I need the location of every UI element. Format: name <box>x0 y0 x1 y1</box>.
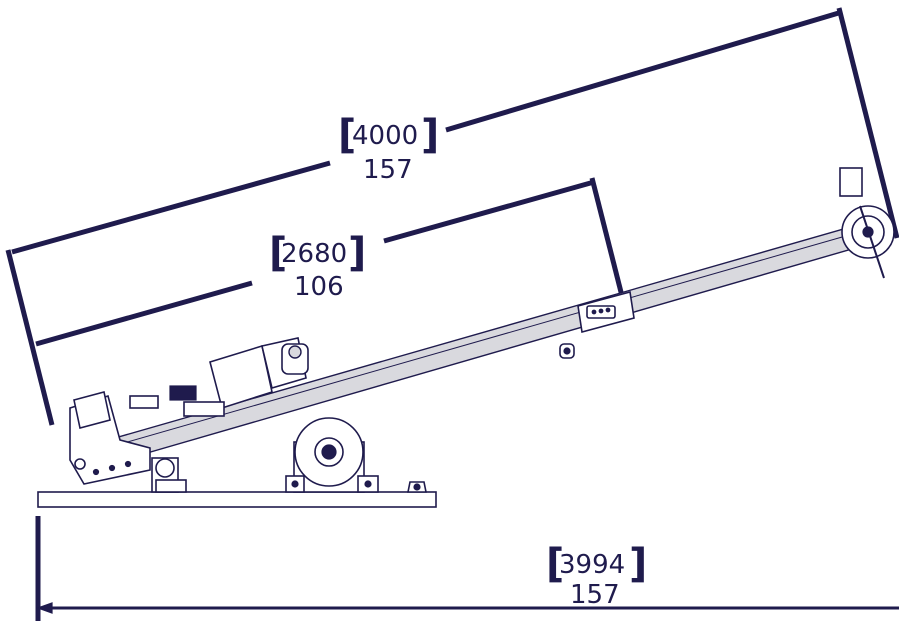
rear-plate-dot-3 <box>124 460 132 468</box>
pivot-foot <box>155 479 187 493</box>
base-platform <box>37 491 437 508</box>
inclined-boom <box>107 221 877 463</box>
tip-cable <box>859 205 885 279</box>
overall-dim-line-right <box>445 9 843 133</box>
base-stop-bolt <box>413 483 421 491</box>
base-dim-bracket-open: [ <box>546 541 564 587</box>
overall-dim-imperial: 157 <box>363 155 413 185</box>
boom-rail <box>109 228 871 448</box>
rear-coupling <box>129 395 159 409</box>
base-dim-imperial: 157 <box>570 580 620 610</box>
boom-dim-bracket-open: [ <box>269 230 287 276</box>
boom-dim-imperial: 106 <box>294 272 344 302</box>
foot-bolt-left <box>291 480 299 488</box>
boom-bracket-bolt <box>563 347 571 355</box>
base-dim-arrow <box>36 602 53 614</box>
rear-plate-dot-1 <box>92 468 100 476</box>
tip-block <box>839 167 863 197</box>
connector-pin-2 <box>598 308 604 314</box>
base-dim-bracket-close: ] <box>629 541 647 587</box>
drum-hub <box>321 444 337 460</box>
coupling-block <box>169 385 197 401</box>
foot-bolt-right <box>364 480 372 488</box>
overall-dim-left-extension <box>5 249 55 426</box>
overall-dim-right-extension <box>836 7 899 239</box>
base-dim-metric: 3994 <box>559 550 625 580</box>
overall-dim-bracket-open: [ <box>338 112 356 158</box>
gear-train <box>183 401 225 417</box>
motor-cap-detail <box>288 345 302 359</box>
connector-pin-1 <box>591 309 597 315</box>
rear-plate-dot-2 <box>108 464 116 472</box>
pivot-pin <box>155 458 175 478</box>
rear-plate-hole <box>74 458 86 470</box>
rear-gearbox <box>73 391 111 429</box>
motor-housing <box>209 344 273 410</box>
overall-dim-metric: 4000 <box>352 121 418 151</box>
overall-dim-line-left <box>11 160 331 255</box>
boom-dim-metric: 2680 <box>281 239 347 269</box>
boom-dim-bracket-close: ] <box>348 230 366 276</box>
boom-dim-right-extension <box>589 177 626 301</box>
overall-dim-bracket-close: ] <box>421 112 439 158</box>
boom-dim-line-right <box>383 179 595 244</box>
boom-dim-line-left <box>35 280 253 347</box>
connector-pin-3 <box>605 307 611 313</box>
